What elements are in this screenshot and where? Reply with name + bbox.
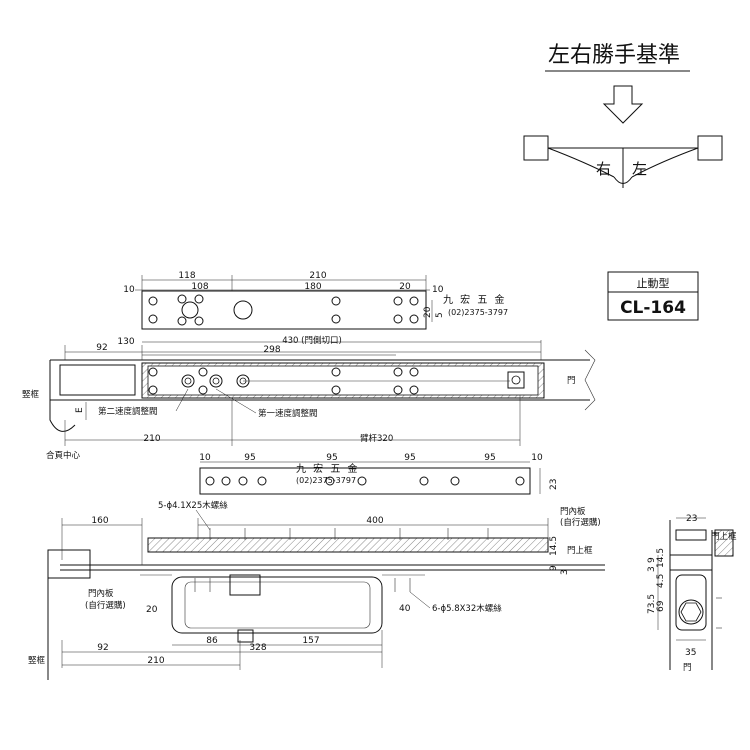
strip-dim-95-c: 95 [404, 453, 415, 463]
dim-210-lower: 210 [143, 434, 160, 444]
label-screws-top: 5-ϕ4.1X25木螺絲 [158, 500, 228, 511]
dim-20-vertical: 20 [423, 306, 433, 318]
front-dim-92: 92 [97, 643, 108, 653]
label-jamb-bottom: 竪框 [28, 655, 46, 666]
legend-left-label: 左 [632, 160, 647, 178]
front-dim-9: 9 [549, 565, 559, 571]
dim-door-cut: 430 (門側切口) [282, 335, 342, 346]
label-door-top: 門 [567, 376, 576, 386]
label-hinge-center: 合頁中心 [46, 450, 81, 461]
model-box: 止動型 CL-164 [607, 271, 699, 321]
strip-dim-95-d: 95 [484, 453, 495, 463]
side-dim-35: 35 [685, 648, 696, 658]
down-arrow-icon [602, 85, 644, 124]
label-self-prepare-right: (自行選購) [560, 517, 601, 528]
side-dim-9: 9 [647, 557, 657, 563]
front-dim-157: 157 [302, 636, 319, 646]
label-door-inner-right: 門內板 [560, 506, 586, 517]
side-view: 23 門上框 3 9 14.5 4.5 73.5 69 35 門 [647, 514, 737, 673]
mount-plate-strip: 10 95 95 95 95 10 23 [199, 453, 559, 495]
label-speed2: 第二速度調整閥 [98, 406, 158, 417]
watermark-phone: (02)2375-3797 [448, 308, 508, 317]
side-dim-69: 69 [656, 600, 666, 612]
label-arm: 臂杆320 [360, 433, 393, 444]
side-label-top-frame: 門上框 [711, 531, 737, 542]
legend-right-label: 右 [596, 160, 611, 178]
front-dim-40: 40 [399, 604, 411, 614]
label-jamb-top: 竪框 [22, 389, 40, 400]
dim-130: 130 [117, 337, 134, 347]
watermark-2: 九 宏 五 金 (02)2375-3797 [296, 462, 360, 485]
side-dim-3: 3 [647, 566, 657, 572]
label-speed1: 第一速度調整閥 [258, 408, 318, 419]
label-door-inner-left: 門內板 [88, 588, 114, 599]
strip-dim-10-left: 10 [199, 453, 211, 463]
watermark-name: 九 宏 五 金 [443, 293, 507, 306]
dim-10-left: 10 [123, 285, 135, 295]
label-self-prepare-left: (自行選購) [85, 600, 126, 611]
handing-legend: 左右勝手基準 右 左 [523, 43, 723, 188]
side-dim-73-5: 73.5 [647, 594, 657, 614]
top-view-assembly: 130 92 430 (門側切口) 298 竪框 門 E 第二速度調整閥 第一速… [22, 335, 596, 461]
watermark-phone-2: (02)2375-3797 [296, 476, 356, 485]
front-dim-400: 400 [366, 516, 383, 526]
side-label-door: 門 [683, 663, 692, 673]
dim-180: 180 [304, 282, 321, 292]
front-dim-3: 3 [560, 569, 570, 575]
side-dim-14-5: 14.5 [656, 548, 666, 568]
watermark-name-2: 九 宏 五 金 [296, 462, 360, 475]
dim-92: 92 [96, 343, 107, 353]
side-dim-23: 23 [686, 514, 697, 524]
strip-holes [205, 476, 525, 486]
plate-holes [148, 294, 419, 326]
right-square-icon [697, 135, 723, 161]
front-view: 160 400 5-ϕ4.1X25木螺絲 門內板 (自行選購) 門上框 9 14… [28, 500, 605, 680]
front-dim-86: 86 [206, 636, 218, 646]
front-dim-210: 210 [147, 656, 164, 666]
front-dim-14-5: 14.5 [549, 536, 559, 556]
legend-title: 左右勝手基準 [548, 43, 680, 68]
label-door-top-frame: 門上框 [567, 545, 593, 556]
dim-210: 210 [309, 271, 326, 281]
strip-dim-95-a: 95 [244, 453, 255, 463]
strip-dim-23: 23 [549, 479, 559, 490]
strip-dim-10-right: 10 [531, 453, 543, 463]
top-mount-plate: 118 210 10 108 180 20 10 20 5 [123, 271, 445, 330]
dim-108: 108 [191, 282, 208, 292]
label-e: E [75, 407, 85, 413]
strip-dim-95-b: 95 [326, 453, 337, 463]
dim-10-right: 10 [432, 285, 444, 295]
front-dim-160: 160 [91, 516, 108, 526]
left-square-icon [523, 135, 549, 161]
front-dim-20: 20 [146, 605, 158, 615]
label-screws-bottom: 6-ϕ5.8X32木螺絲 [432, 603, 502, 614]
watermark-1: 九 宏 五 金 (02)2375-3797 [443, 293, 508, 317]
model-label: 止動型 [637, 276, 670, 290]
dim-20: 20 [399, 282, 411, 292]
side-dim-4-5: 4.5 [656, 574, 666, 588]
dim-5-vertical: 5 [435, 312, 445, 318]
model-code: CL-164 [620, 298, 686, 318]
front-dim-328: 328 [249, 643, 266, 653]
dim-298: 298 [263, 345, 280, 355]
dim-118: 118 [178, 271, 195, 281]
